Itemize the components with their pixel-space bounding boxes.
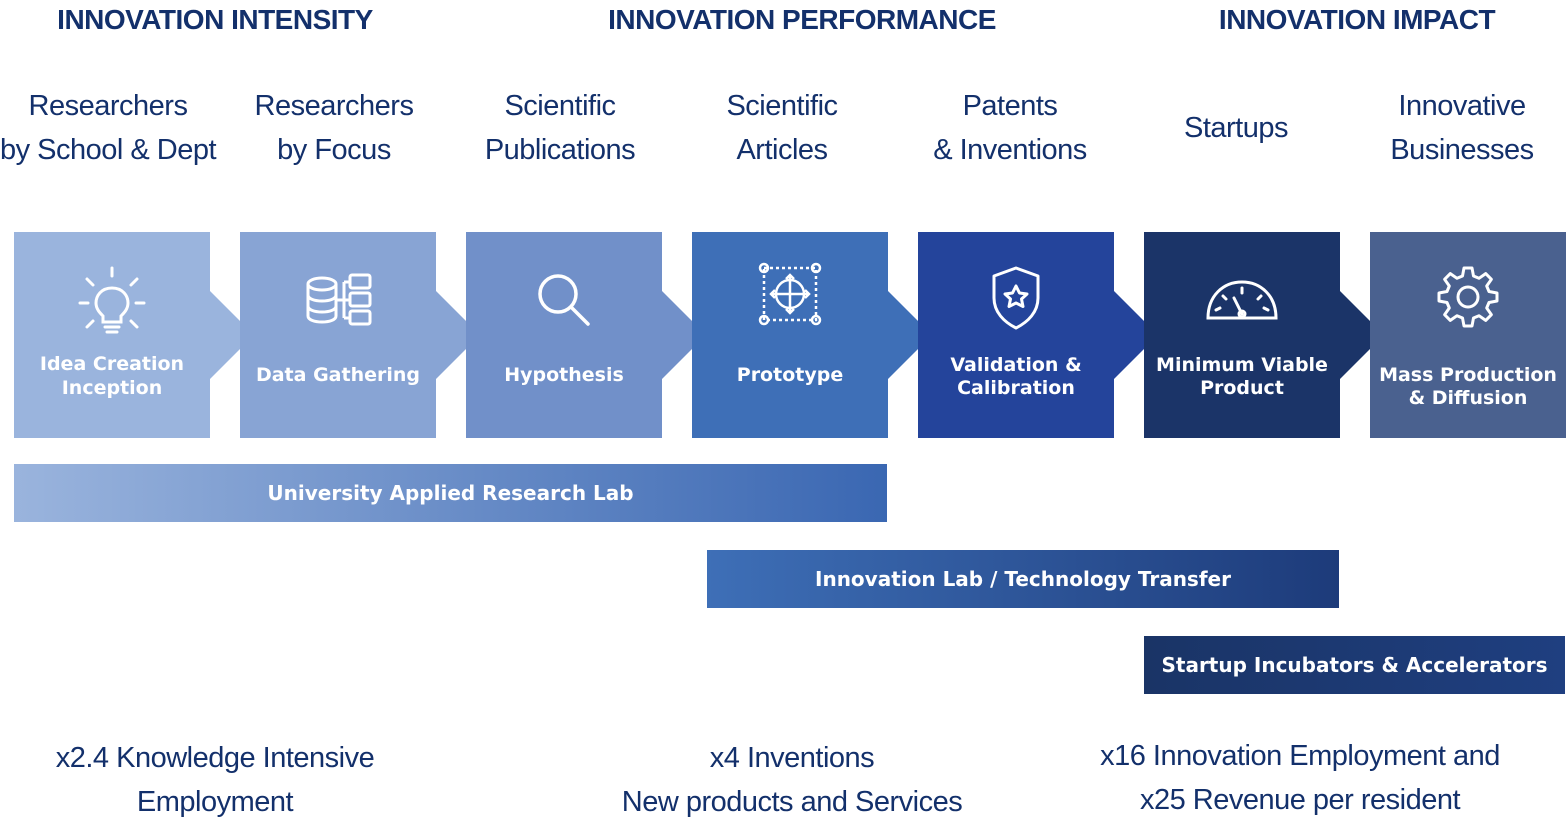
stage-label: Data Gathering [240, 364, 436, 387]
shield-star-icon [976, 260, 1056, 340]
band-label: University Applied Research Lab [267, 481, 634, 505]
stage-hypothesis: Hypothesis [466, 232, 662, 438]
stage-mass-production: Mass Production & Diffusion [1370, 232, 1566, 438]
metric-line: Businesses [1390, 134, 1534, 166]
header-innovation-impact: INNOVATION IMPACT [1218, 4, 1496, 35]
stage-label-line: Hypothesis [504, 364, 624, 386]
band-label: Innovation Lab / Technology Transfer [815, 567, 1231, 591]
magnifier-icon [524, 260, 604, 340]
stage-label: Mass Production & Diffusion [1370, 364, 1566, 410]
band-university-applied-research-lab: University Applied Research Lab [14, 464, 887, 522]
result-line: x25 Revenue per resident [1139, 784, 1461, 816]
metric-scientific-articles: Scientific Articles [662, 84, 902, 172]
header-innovation-performance: INNOVATION PERFORMANCE [608, 4, 996, 35]
stage-label-line: Validation & [950, 354, 1082, 376]
metric-line: by Focus [277, 134, 391, 166]
stage-minimum-viable-product: Minimum Viable Product [1144, 232, 1340, 438]
prototype-icon [750, 260, 830, 340]
stage-label: Minimum Viable Product [1144, 354, 1340, 400]
stage-label-line: Prototype [736, 364, 844, 386]
stage-label: Idea Creation Inception [14, 352, 210, 400]
metric-line: Researchers [28, 90, 188, 122]
metric-innovative-businesses: Innovative Businesses [1342, 84, 1566, 172]
stage-label: Prototype [692, 364, 888, 387]
metric-scientific-publications: Scientific Publications [440, 84, 680, 172]
stage-label-line: Minimum Viable [1156, 354, 1328, 376]
metric-line: Patents [962, 90, 1058, 122]
metric-line: Publications [484, 134, 636, 166]
lightbulb-icon [72, 260, 152, 340]
speedometer-icon [1202, 260, 1282, 340]
stage-label-line: Idea Creation [39, 353, 185, 375]
stage-label-line: & Diffusion [1408, 387, 1528, 409]
metric-startups: Startups [1116, 106, 1356, 150]
metric-line: & Inventions [933, 134, 1087, 166]
metric-line: Scientific [726, 90, 838, 122]
header-innovation-intensity: INNOVATION INTENSITY [57, 4, 373, 35]
result-line: New products and Services [621, 786, 963, 818]
result-line: Employment [136, 786, 294, 818]
band-startup-incubators-accelerators: Startup Incubators & Accelerators [1144, 636, 1565, 694]
band-label: Startup Incubators & Accelerators [1161, 653, 1548, 677]
metric-researchers-by-focus: Researchers by Focus [214, 84, 454, 172]
stage-data-gathering: Data Gathering [240, 232, 436, 438]
gear-icon [1428, 260, 1508, 340]
result-line: x16 Innovation Employment and [1100, 740, 1500, 772]
stage-label-line: Mass Production [1379, 364, 1557, 386]
stage-validation-calibration: Validation & Calibration [918, 232, 1114, 438]
metric-line: Researchers [254, 90, 414, 122]
stage-prototype: Prototype [692, 232, 888, 438]
metric-patents-inventions: Patents & Inventions [890, 84, 1130, 172]
result-inventions: x4 Inventions New products and Services [622, 736, 963, 824]
result-line: x4 Inventions [709, 742, 875, 774]
database-icon [298, 260, 378, 340]
stage-idea-creation: Idea Creation Inception [14, 232, 210, 438]
metric-line: Articles [736, 134, 828, 166]
metric-line: Innovative [1398, 90, 1526, 122]
stage-label: Validation & Calibration [918, 354, 1114, 400]
metric-line: by School & Dept [0, 134, 217, 166]
stage-label-line: Calibration [957, 377, 1075, 399]
band-innovation-lab-technology-transfer: Innovation Lab / Technology Transfer [707, 550, 1339, 608]
metric-researchers-by-school: Researchers by School & Dept [0, 84, 228, 172]
stage-label-line: Data Gathering [255, 364, 421, 386]
stage-label: Hypothesis [466, 364, 662, 387]
result-line: x2.4 Knowledge Intensive [55, 742, 375, 774]
stage-label-line: Product [1200, 377, 1284, 399]
result-knowledge-intensive-employment: x2.4 Knowledge Intensive Employment [56, 736, 375, 824]
result-innovation-employment-revenue: x16 Innovation Employment and x25 Revenu… [1100, 734, 1500, 822]
metric-line: Startups [1184, 112, 1289, 144]
metric-line: Scientific [504, 90, 616, 122]
stage-label-line: Inception [61, 377, 163, 399]
